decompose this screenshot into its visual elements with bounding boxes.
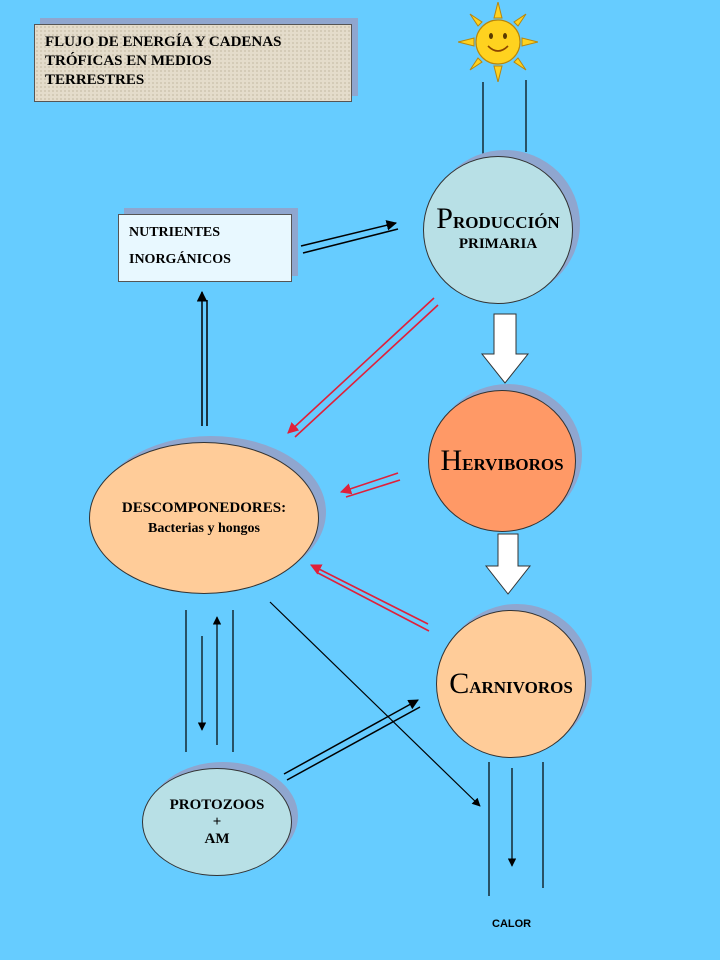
protozoa-to-carnivores-arrow <box>283 699 419 775</box>
herbivores-node: HERVIBOROS <box>428 390 576 532</box>
protozoa-plus: + <box>212 813 222 830</box>
sun-icon <box>458 2 538 82</box>
decomposers-node: DESCOMPONEDORES: Bacterias y hongos <box>89 442 319 594</box>
decomposers-sublabel: Bacterias y hongos <box>148 520 260 536</box>
protozoa-node: PROTOZOOS + AM <box>142 768 292 876</box>
herbivores-label: ERVIBOROS <box>462 455 564 474</box>
carnivores-to-decomposers-red-arrow <box>309 564 429 625</box>
decomposers-to-heat-arrow <box>269 601 481 807</box>
production-label: RODUCCIÓN <box>452 212 560 232</box>
nutrients-box: NUTRIENTES INORGÁNICOS <box>118 214 292 282</box>
diagram-title: FLUJO DE ENERGÍA Y CADENAS TRÓFICAS EN M… <box>34 24 352 102</box>
heat-label: CALOR <box>492 918 532 930</box>
carnivores-cap: C <box>449 667 470 700</box>
decomposers-label: DESCOMPONEDORES: <box>121 499 287 516</box>
protozoa-am: AM <box>204 830 230 847</box>
production-label-2: PRIMARIA <box>458 235 538 252</box>
primary-production-node: PRODUCCIÓN PRIMARIA <box>423 156 573 304</box>
herbivores-to-decomposers-red-arrow <box>339 472 399 495</box>
protozoa-label: PROTOZOOS <box>169 796 265 813</box>
herbivores-to-carnivores-block-arrow <box>484 533 532 595</box>
production-to-decomposers-red-arrow <box>287 297 435 434</box>
production-to-herbivores-block-arrow <box>480 313 530 384</box>
production-cap: P <box>436 201 453 235</box>
herbivores-cap: H <box>440 444 463 477</box>
carnivores-node: CARNIVOROS <box>436 610 586 758</box>
carnivores-label: ARNIVOROS <box>469 678 573 697</box>
nutrients-to-production-arrow <box>300 220 398 247</box>
